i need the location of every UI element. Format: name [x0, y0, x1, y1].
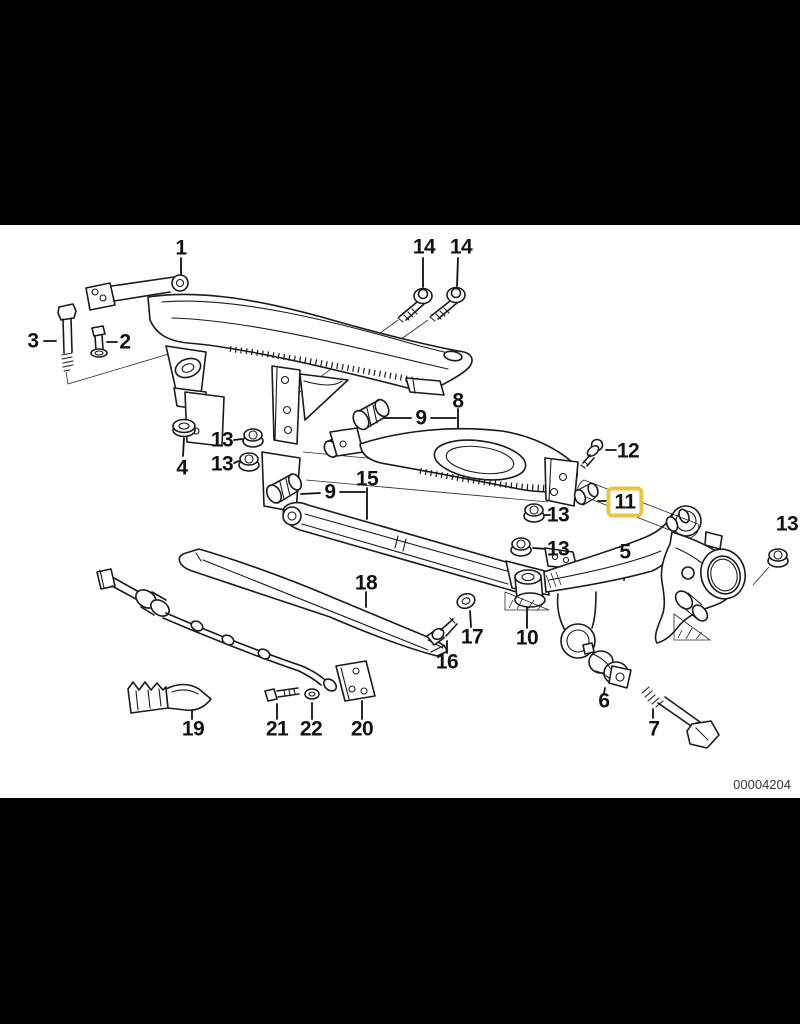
pad-10-drawing	[505, 570, 549, 628]
diagram-doc-number: 00004204	[733, 777, 791, 792]
part-callout-13[interactable]: 13	[546, 503, 570, 527]
bolts-14-drawing	[398, 258, 465, 322]
clamp-19-drawing	[128, 682, 211, 719]
bracket-20-drawing	[336, 661, 375, 719]
part-callout-13[interactable]: 13	[775, 512, 799, 536]
bushing-6-drawing	[589, 651, 631, 693]
bolt-2-drawing	[91, 326, 117, 357]
nut-13-b	[234, 453, 259, 471]
part-callout-14[interactable]: 14	[449, 235, 473, 259]
washer-22-drawing	[305, 689, 319, 719]
diagram-paper	[0, 225, 800, 798]
part-callout-1[interactable]: 1	[175, 236, 187, 260]
part-callout-14[interactable]: 14	[412, 235, 436, 259]
part-callout-20[interactable]: 20	[350, 717, 374, 741]
heat-shield-18-drawing	[179, 549, 446, 656]
bolt-7-drawing	[642, 687, 719, 750]
bolt-16-drawing	[427, 618, 457, 653]
bolt-21-drawing	[265, 688, 299, 719]
part-callout-19[interactable]: 19	[181, 717, 205, 741]
part-callout-11-selected[interactable]: 11	[606, 486, 644, 518]
part-callout-7[interactable]: 7	[648, 717, 660, 741]
part-callout-9[interactable]: 9	[415, 406, 427, 430]
part-callout-17[interactable]: 17	[460, 625, 484, 649]
part-callout-21[interactable]: 21	[265, 717, 289, 741]
nut-13-e	[768, 549, 788, 567]
nut-13-a	[234, 429, 263, 447]
part-callout-2[interactable]: 2	[119, 330, 131, 354]
part-callout-5[interactable]: 5	[619, 540, 631, 564]
washer-17-drawing	[455, 591, 477, 627]
part-callout-6[interactable]: 6	[598, 689, 610, 713]
trailing-arm-5-knuckle-drawing	[544, 506, 751, 658]
nuts-13-drawing	[234, 429, 788, 567]
sensor-cable-drawing	[97, 569, 375, 719]
part-callout-13[interactable]: 13	[546, 537, 570, 561]
subframe-drawing	[86, 258, 472, 456]
part-callout-13[interactable]: 13	[210, 452, 234, 476]
part-callout-15[interactable]: 15	[355, 467, 379, 491]
nut-13-d	[511, 538, 548, 556]
upper-arm-8-drawing	[322, 397, 578, 506]
part-callout-8[interactable]: 8	[452, 389, 464, 413]
bolt-12-drawing	[581, 440, 616, 469]
exploded-diagram-art	[0, 225, 800, 798]
part-callout-16[interactable]: 16	[435, 650, 459, 674]
part-callout-9[interactable]: 9	[324, 480, 336, 504]
part-callout-12[interactable]: 12	[616, 439, 640, 463]
part-callout-18[interactable]: 18	[354, 571, 378, 595]
part-callout-22[interactable]: 22	[299, 717, 323, 741]
part-callout-10[interactable]: 10	[515, 626, 539, 650]
bolt-3-drawing	[44, 304, 76, 371]
nut-13-c	[524, 504, 550, 522]
part-callout-4[interactable]: 4	[176, 456, 188, 480]
part-callout-3[interactable]: 3	[27, 329, 39, 353]
part-callout-13[interactable]: 13	[210, 428, 234, 452]
